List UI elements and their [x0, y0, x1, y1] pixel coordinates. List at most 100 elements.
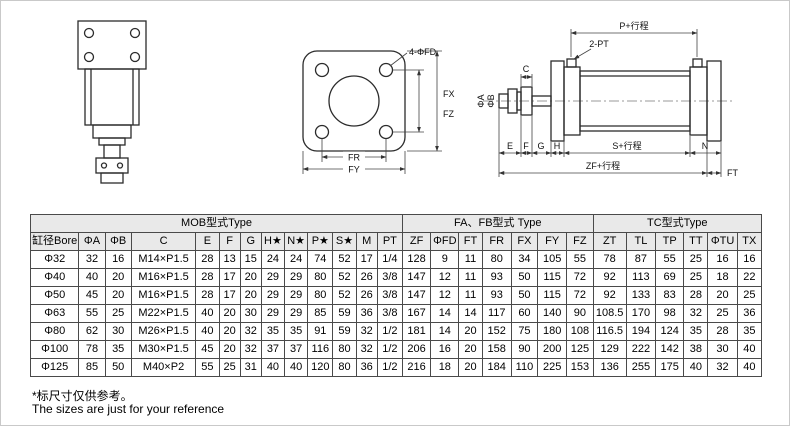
column-header: FT	[458, 232, 483, 251]
dimension-cell: 59	[332, 304, 357, 323]
dimension-cell: 75	[510, 322, 539, 341]
column-header: H★	[260, 232, 286, 251]
dimension-cell: 20	[239, 268, 262, 287]
dimension-cell: 26	[355, 286, 378, 305]
dimension-cell: 16	[707, 250, 738, 269]
dimension-cell: 158	[481, 340, 512, 359]
column-header: P★	[307, 232, 334, 251]
dimension-cell: 90	[566, 304, 594, 323]
dimension-cell: 25	[104, 304, 132, 323]
dimension-cell: 93	[481, 286, 512, 305]
dimension-cell: 29	[260, 268, 286, 287]
column-header: E	[195, 232, 220, 251]
dimension-cell: 222	[625, 340, 657, 359]
dimension-cell: 152	[481, 322, 512, 341]
dimension-cell: 14	[458, 304, 483, 323]
dimension-cell: 38	[683, 340, 709, 359]
dimension-cell: 128	[401, 250, 432, 269]
column-header: TL	[625, 232, 657, 251]
column-header: ΦTU	[707, 232, 738, 251]
dim-label-g: G	[537, 141, 544, 151]
dimension-cell: 110	[510, 358, 539, 377]
dimension-cell: 115	[537, 268, 568, 287]
dimension-cell: 32	[707, 358, 738, 377]
dimension-cell: 36	[736, 304, 763, 323]
dimension-cell: 28	[195, 268, 220, 287]
dimension-cell: 184	[481, 358, 512, 377]
dimension-cell: 147	[401, 268, 432, 287]
dimension-cell: 18	[430, 358, 460, 377]
column-header: ZT	[592, 232, 627, 251]
dim-label-n: N	[702, 141, 709, 151]
dimension-cell: 30	[239, 304, 262, 323]
dimension-cell: 92	[592, 268, 627, 287]
column-header: FX	[510, 232, 539, 251]
column-header: ZF	[401, 232, 432, 251]
dimension-cell: 25	[218, 358, 241, 377]
dimension-cell: M30×P1.5	[130, 340, 197, 359]
dimension-cell: 116.5	[592, 322, 627, 341]
column-header: ΦFD	[430, 232, 460, 251]
dimension-cell: 30	[707, 340, 738, 359]
dimension-cell: 105	[537, 250, 568, 269]
dimension-cell: 20	[458, 340, 483, 359]
bore-cell: Φ63	[29, 304, 80, 323]
dimension-cell: 36	[355, 304, 378, 323]
dim-label-p-stroke: P+行程	[619, 20, 648, 31]
dimension-cell: 28	[195, 286, 220, 305]
dimension-cell: M40×P2	[130, 358, 197, 377]
dimension-cell: 17	[218, 286, 241, 305]
dimension-cell: 55	[655, 250, 685, 269]
dimension-cell: 25	[683, 268, 709, 287]
dimension-cell: 3/8	[376, 286, 403, 305]
dimension-cell: 153	[566, 358, 594, 377]
dimension-cell: 12	[430, 268, 460, 287]
column-header: ΦA	[78, 232, 106, 251]
dimension-cell: 85	[307, 304, 334, 323]
dimension-cell: 255	[625, 358, 657, 377]
dimension-cell: 80	[307, 268, 334, 287]
dimension-cell: 90	[510, 340, 539, 359]
dimension-cell: 206	[401, 340, 432, 359]
dimension-cell: 85	[78, 358, 106, 377]
dim-label-s-stroke: S+行程	[612, 140, 641, 151]
dimension-cell: 29	[260, 304, 286, 323]
column-header: FR	[481, 232, 512, 251]
dimension-cell: 11	[458, 268, 483, 287]
dimension-cell: 50	[510, 286, 539, 305]
footnote-english: The sizes are just for your reference	[32, 402, 225, 416]
dimension-cell: M26×P1.5	[130, 322, 197, 341]
column-group-header-2: TC型式Type	[592, 214, 763, 233]
dimension-cell: 147	[401, 286, 432, 305]
dimension-cell: 34	[510, 250, 539, 269]
dimension-cell: 37	[284, 340, 309, 359]
dimension-cell: 24	[260, 250, 286, 269]
dimension-cell: 29	[284, 304, 309, 323]
dimension-cell: 78	[78, 340, 106, 359]
cylinder-side-view-drawing: P+行程 2-PT C ΦA ΦB E F G H S+行程 N ZF+行程 F…	[476, 20, 738, 178]
dimension-cell: 69	[655, 268, 685, 287]
dimension-cell: 167	[401, 304, 432, 323]
dimension-cell: 52	[332, 268, 357, 287]
dimension-cell: 50	[104, 358, 132, 377]
label-mask	[343, 163, 365, 175]
dimension-cell: 87	[625, 250, 657, 269]
flange-face-view-drawing: 4-ΦFD FX FZ FR FY	[302, 47, 455, 175]
dimension-cell: 116	[307, 340, 334, 359]
dimension-cell: 113	[625, 268, 657, 287]
dimension-cell: 98	[655, 304, 685, 323]
label-mask	[343, 151, 365, 163]
dimension-cell: 12	[430, 286, 460, 305]
dimension-cell: 1/2	[376, 322, 403, 341]
dimension-cell: 200	[537, 340, 568, 359]
column-header: TT	[683, 232, 709, 251]
dimension-cell: 28	[707, 322, 738, 341]
dimension-cell: 20	[458, 322, 483, 341]
dimension-cell: M16×P1.5	[130, 286, 197, 305]
flange-dimension-lines	[302, 50, 442, 174]
